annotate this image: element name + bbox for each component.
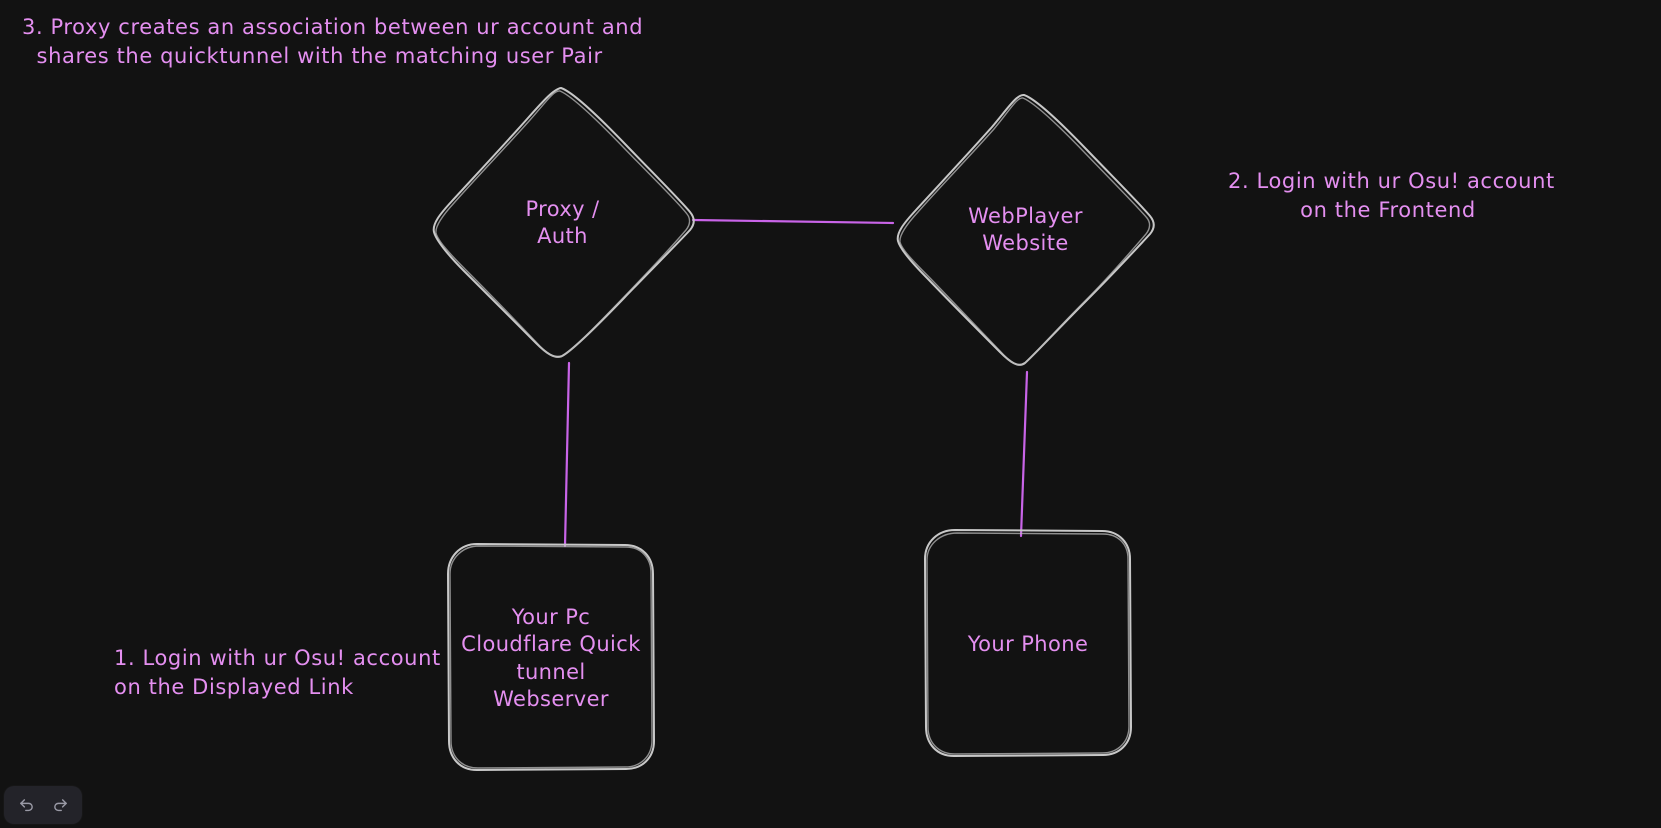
annotation-step-1: 1. Login with ur Osu! account on the Dis… [114,646,441,699]
redo-icon [52,797,69,814]
edge-proxy-to-webplayer[interactable] [691,218,895,225]
node-proxy-auth[interactable] [432,87,695,359]
node-your-pc[interactable] [447,543,655,771]
annotation-step-2: 2. Login with ur Osu! account on the Fro… [1228,169,1555,222]
undo-icon [18,797,35,814]
annotation-step-3: 3. Proxy creates an association between … [22,15,644,68]
undo-button[interactable] [10,791,42,819]
history-toolbar [4,786,82,824]
edge-webplayer-to-your-phone[interactable] [1019,370,1029,538]
edge-proxy-to-your-pc[interactable] [563,361,571,548]
node-your-phone[interactable] [924,529,1132,757]
redo-button[interactable] [44,791,76,819]
node-webplayer-website[interactable] [896,94,1155,366]
